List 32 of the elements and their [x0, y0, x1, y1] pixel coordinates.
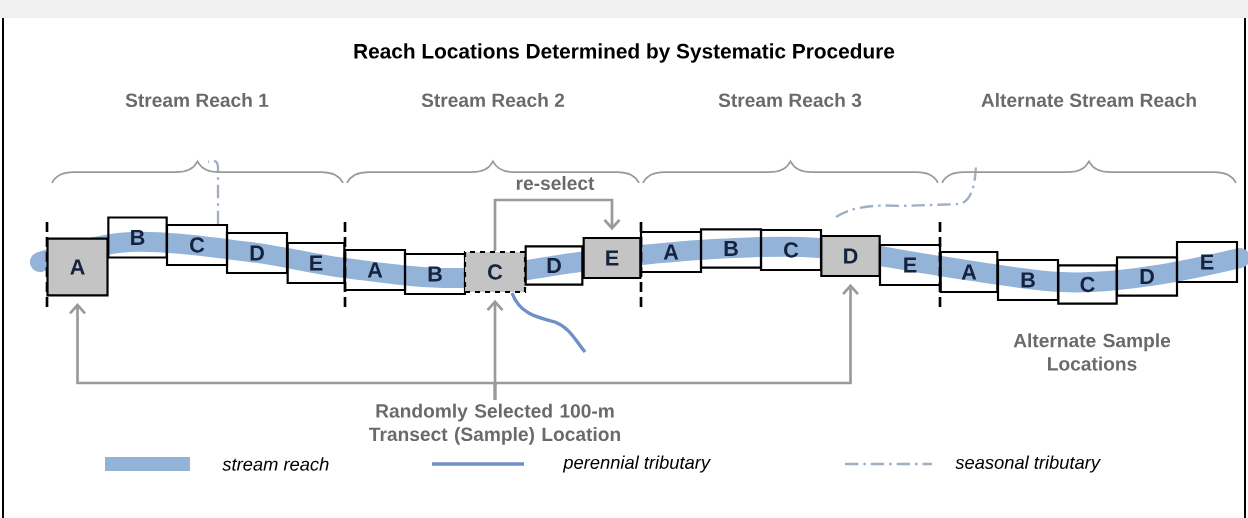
sample-box: E — [1175, 240, 1239, 284]
sample-box: B — [996, 258, 1060, 302]
sample-box: D — [225, 231, 289, 275]
reach-label: Stream Reach 2 — [421, 92, 565, 108]
sample-box: A — [639, 230, 703, 274]
sample-box: E — [878, 243, 942, 287]
arrow — [493, 198, 621, 251]
sample-box: C — [165, 223, 229, 267]
reach-label: Stream Reach 1 — [125, 92, 269, 108]
callout-text: Randomly Selected 100-m Transect (Sample) Location — [369, 403, 620, 445]
sample-box: A — [46, 237, 109, 297]
legend-text: perennial tributary — [562, 455, 711, 473]
edge-label: re-select — [513, 174, 597, 192]
legend-text: stream reach — [222, 457, 329, 471]
reach-label: Stream Reach 3 — [718, 92, 862, 108]
sample-box: C — [1057, 264, 1118, 305]
sample-box: B — [699, 228, 763, 269]
sample-box: D — [524, 245, 584, 286]
sample-box: E — [582, 236, 642, 280]
sample-box: E — [286, 241, 346, 285]
sample-box: C — [463, 250, 527, 294]
sample-box: A — [939, 250, 999, 294]
sample-box: B — [107, 216, 168, 259]
reach-label: Alternate Stream Reach — [981, 92, 1196, 108]
arrow — [493, 283, 859, 400]
sample-box: A — [343, 248, 407, 292]
sample-box: D — [1115, 256, 1179, 297]
legend-text: seasonal tributary — [955, 455, 1101, 473]
sample-box: D — [820, 234, 881, 278]
title: Reach Locations Determined by Systematic Procedure — [354, 43, 895, 63]
label: Alternate Sample Locations — [1013, 333, 1171, 371]
sample-box: B — [403, 252, 467, 296]
